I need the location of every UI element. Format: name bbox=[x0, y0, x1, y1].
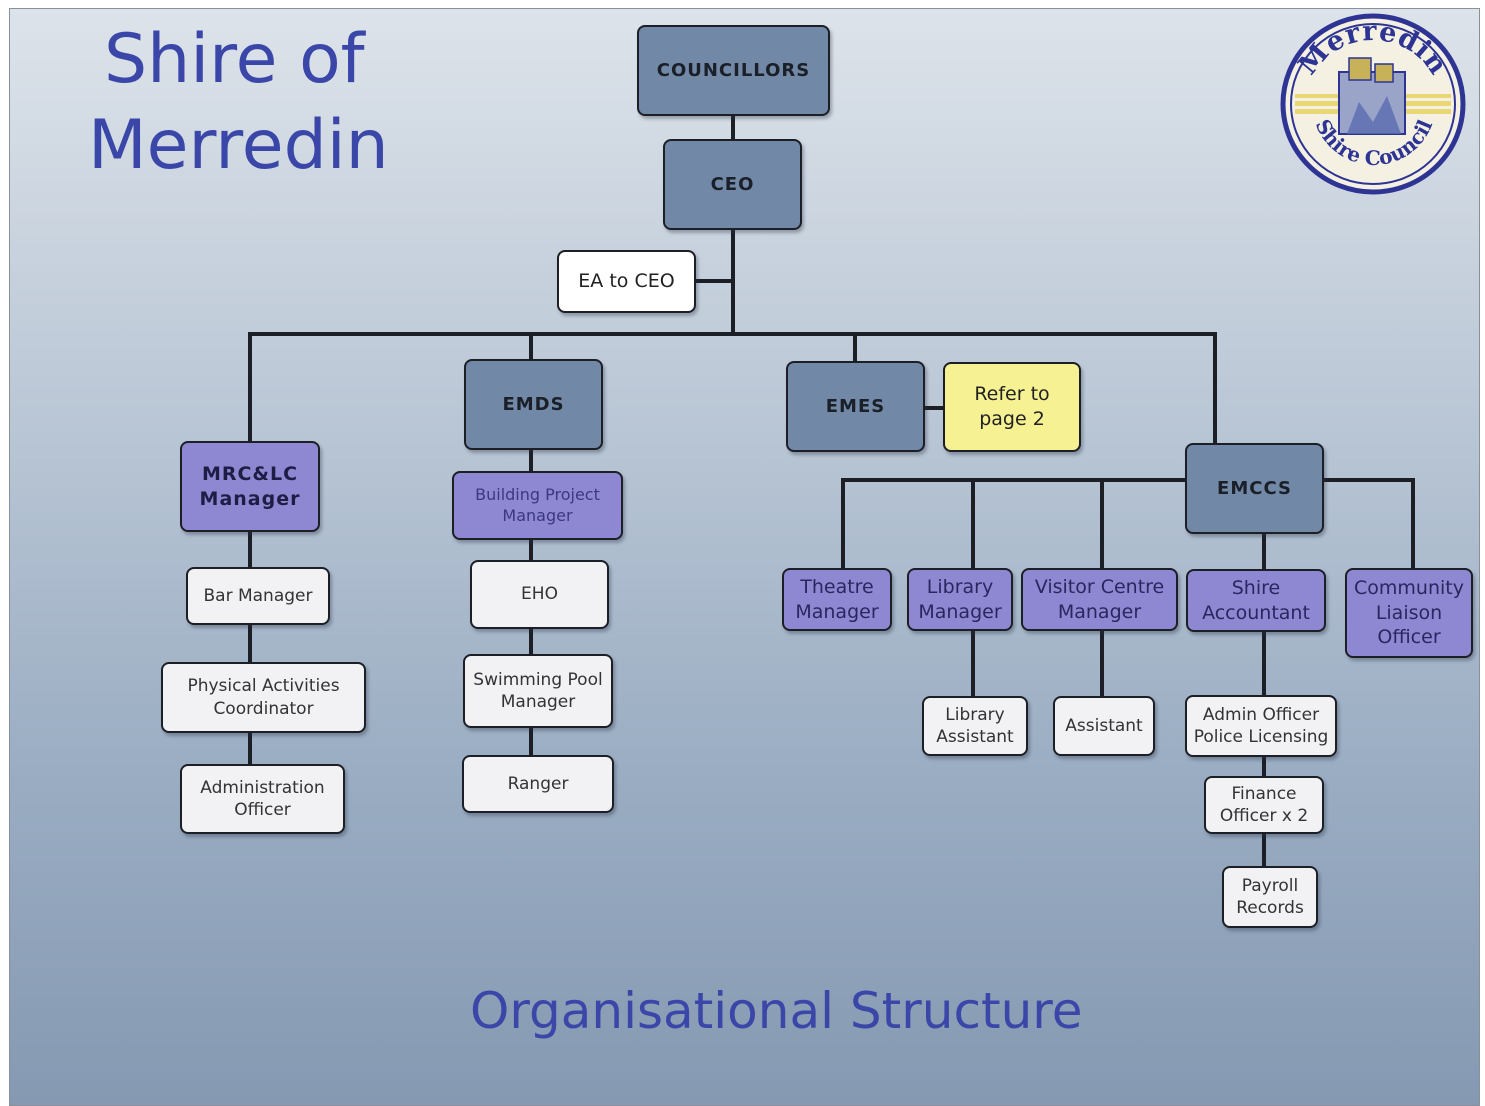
building-project-manager-box: Building Project Manager bbox=[452, 471, 623, 540]
community-liaison-officer-box: Community Liaison Officer bbox=[1345, 568, 1473, 658]
assistant-box: Assistant bbox=[1053, 696, 1155, 756]
library-assistant-box: Library Assistant bbox=[922, 696, 1028, 756]
shire-logo: Merredin Shire Council bbox=[1280, 13, 1466, 195]
admin-officer-police-licensing-box: Admin Officer Police Licensing bbox=[1185, 695, 1337, 757]
mrclc-manager-box: MRC&LC Manager bbox=[180, 441, 320, 532]
title-line-2: Merredin bbox=[88, 106, 389, 185]
physical-activities-coordinator-box: Physical Activities Coordinator bbox=[161, 662, 366, 733]
swimming-pool-manager-box: Swimming Pool Manager bbox=[463, 654, 613, 728]
eho-box: EHO bbox=[470, 560, 609, 629]
administration-officer-box: Administration Officer bbox=[180, 764, 345, 834]
ceo-box: CEO bbox=[663, 139, 802, 230]
refer-to-page-2-box: Refer to page 2 bbox=[943, 362, 1081, 452]
emccs-box: EMCCS bbox=[1185, 443, 1324, 534]
bar-manager-box: Bar Manager bbox=[186, 567, 330, 625]
emes-box: EMES bbox=[786, 361, 925, 452]
visitor-centre-manager-box: Visitor Centre Manager bbox=[1021, 568, 1178, 631]
payroll-records-box: Payroll Records bbox=[1222, 866, 1318, 928]
title-line-1: Shire of bbox=[104, 20, 365, 99]
finance-officer-box: Finance Officer x 2 bbox=[1204, 776, 1324, 834]
shire-accountant-box: Shire Accountant bbox=[1186, 569, 1326, 632]
theatre-manager-box: Theatre Manager bbox=[782, 568, 892, 631]
councillors-box: COUNCILLORS bbox=[637, 25, 830, 116]
emds-box: EMDS bbox=[464, 359, 603, 450]
library-manager-box: Library Manager bbox=[907, 568, 1013, 631]
ranger-box: Ranger bbox=[462, 755, 614, 813]
ea-to-ceo-box: EA to CEO bbox=[557, 250, 696, 313]
subtitle: Organisational Structure bbox=[470, 982, 1083, 1040]
